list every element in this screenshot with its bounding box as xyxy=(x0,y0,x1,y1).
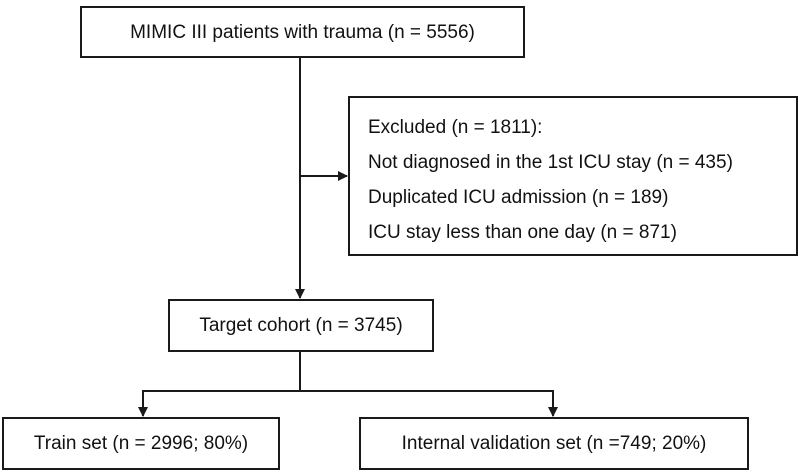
source-population-label: MIMIC III patients with trauma (n = 5556… xyxy=(130,21,475,43)
exclusion-reason-not-diagnosed: Not diagnosed in the 1st ICU stay (n = 4… xyxy=(368,152,733,173)
validation-set-box: Internal validation set (n =749; 20%) xyxy=(359,417,749,470)
train-set-label: Train set (n = 2996; 80%) xyxy=(33,433,249,454)
exclusion-reason-short-stay: ICU stay less than one day (n = 871) xyxy=(368,222,677,243)
target-cohort-label: Target cohort (n = 3745) xyxy=(199,315,403,336)
validation-set-label: Internal validation set (n =749; 20%) xyxy=(401,433,707,454)
exclusion-heading: Excluded (n = 1811): xyxy=(368,117,543,138)
source-population-box: MIMIC III patients with trauma (n = 5556… xyxy=(80,6,525,58)
exclusion-box: Excluded (n = 1811): Not diagnosed in th… xyxy=(348,96,798,256)
target-cohort-box: Target cohort (n = 3745) xyxy=(168,299,434,352)
train-set-box: Train set (n = 2996; 80%) xyxy=(2,417,280,470)
exclusion-reason-duplicated: Duplicated ICU admission (n = 189) xyxy=(368,187,669,208)
